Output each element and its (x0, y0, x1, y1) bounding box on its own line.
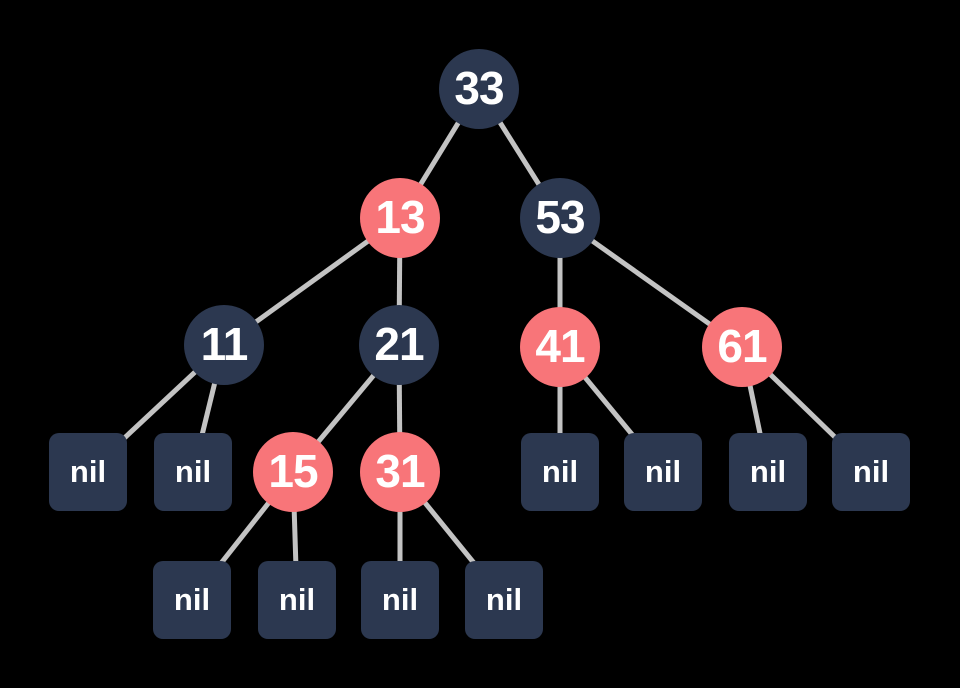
node-label: 31 (375, 445, 425, 497)
nil-leaf-node-nil7: nil (153, 561, 231, 639)
nil-leaf-node-nil9: nil (361, 561, 439, 639)
node-label: nil (278, 581, 316, 617)
node-label: nil (69, 453, 107, 489)
nil-leaf-node-nil10: nil (465, 561, 543, 639)
nil-leaf-node-nil8: nil (258, 561, 336, 639)
node-label: 41 (535, 320, 585, 372)
node-label: 11 (200, 318, 249, 370)
node-label: 15 (268, 445, 318, 497)
node-label: 21 (374, 318, 424, 370)
tree-node-15: 15 (253, 432, 333, 512)
node-label: nil (749, 453, 787, 489)
tree-node-11: 11 (184, 305, 264, 385)
tree-node-61: 61 (702, 307, 782, 387)
node-label: nil (173, 581, 211, 617)
tree-node-31: 31 (360, 432, 440, 512)
nil-leaf-node-nil3: nil (521, 433, 599, 511)
node-label: 33 (454, 62, 504, 114)
tree-node-53: 53 (520, 178, 600, 258)
node-label: 61 (717, 320, 767, 372)
node-label: nil (852, 453, 890, 489)
nil-leaf-node-nil4: nil (624, 433, 702, 511)
node-label: nil (381, 581, 419, 617)
nil-leaf-node-nil2: nil (154, 433, 232, 511)
node-label: 53 (535, 191, 585, 243)
tree-node-21: 21 (359, 305, 439, 385)
node-label: 13 (375, 191, 425, 243)
node-label: nil (644, 453, 682, 489)
nil-leaf-node-nil6: nil (832, 433, 910, 511)
tree-node-33: 33 (439, 49, 519, 129)
node-label: nil (485, 581, 523, 617)
nil-leaf-node-nil5: nil (729, 433, 807, 511)
node-label: nil (541, 453, 579, 489)
nil-leaf-node-nil1: nil (49, 433, 127, 511)
tree-node-13: 13 (360, 178, 440, 258)
tree-node-41: 41 (520, 307, 600, 387)
node-label: nil (174, 453, 212, 489)
